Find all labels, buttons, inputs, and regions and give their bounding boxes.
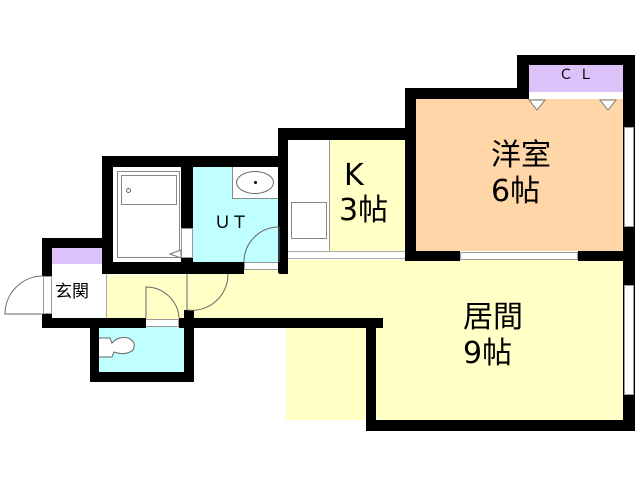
wall [90,372,194,382]
wall [184,310,194,382]
window [624,127,634,227]
wall [278,128,416,140]
hallway-right [190,265,290,320]
western-room-name: 洋室 [491,138,551,173]
wall [366,318,376,431]
wall [42,238,52,276]
entrance [52,264,107,320]
kitchen-size: 3帖 [339,193,389,228]
stove-icon [291,202,327,239]
shoe-closet [52,248,102,264]
closet-door-strip [529,92,625,100]
western-room [416,99,623,251]
wall [102,156,113,274]
wall [405,251,460,261]
bath-door-strip [181,228,193,258]
wall [102,156,288,167]
wall [42,238,106,248]
unit-bath-label: ＵＴ [214,213,248,233]
wall [578,251,635,261]
bathtub-icon [117,171,180,258]
window [624,285,634,395]
western-room-size: 6帖 [491,174,541,209]
sink-drain [254,181,257,184]
entrance-door-strip [43,276,52,314]
wall [102,262,244,274]
wall [366,420,635,431]
bathtub-basin [121,175,177,205]
closet-label: ＣＬ [559,67,599,83]
wall [278,128,288,273]
kitchen-name: K [344,158,364,193]
wall [517,55,635,65]
kitchen-window-strip [288,251,408,259]
entrance-label: 玄関 [55,282,89,302]
sliding-door [460,252,578,260]
wall [179,318,383,328]
wall [279,262,288,274]
wall [181,156,193,228]
wall [90,318,99,382]
living-room-size: 9帖 [463,336,513,371]
wall [405,88,416,260]
living-room-lower [376,320,623,420]
living-room-name: 居間 [463,300,523,335]
bathtub-drain [126,188,131,193]
wall [405,88,529,99]
closet [529,64,625,92]
